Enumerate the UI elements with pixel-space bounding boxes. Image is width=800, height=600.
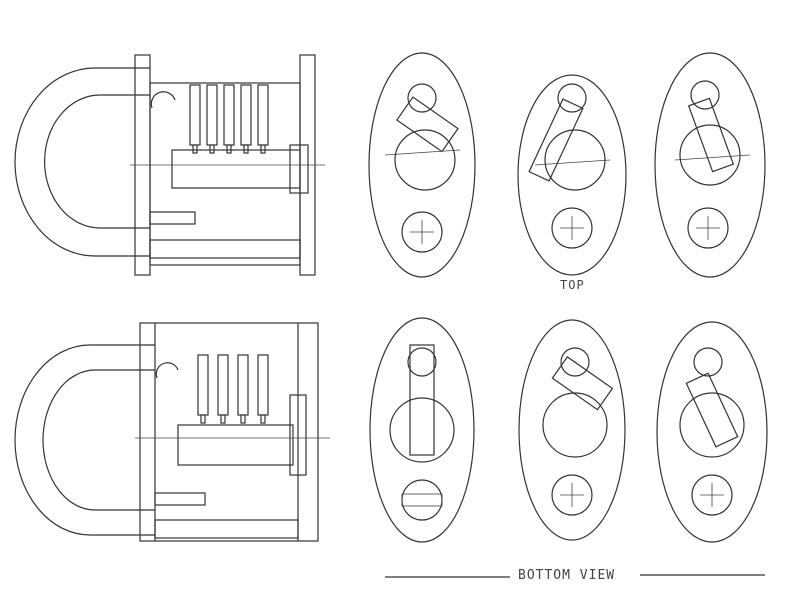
section-oval-top-2 xyxy=(517,74,627,276)
section-oval-bottom-2 xyxy=(518,319,626,541)
section-oval-top-3 xyxy=(654,52,766,278)
section-oval-bottom-1 xyxy=(369,317,475,543)
section-oval-top-1 xyxy=(368,52,476,278)
padlock-side-view-top xyxy=(14,54,325,276)
padlock-side-view-bottom xyxy=(14,322,330,542)
section-oval-bottom-3 xyxy=(656,321,768,543)
bottom-view-label: BOTTOM VIEW xyxy=(518,568,616,583)
top-label: TOP xyxy=(560,278,585,292)
